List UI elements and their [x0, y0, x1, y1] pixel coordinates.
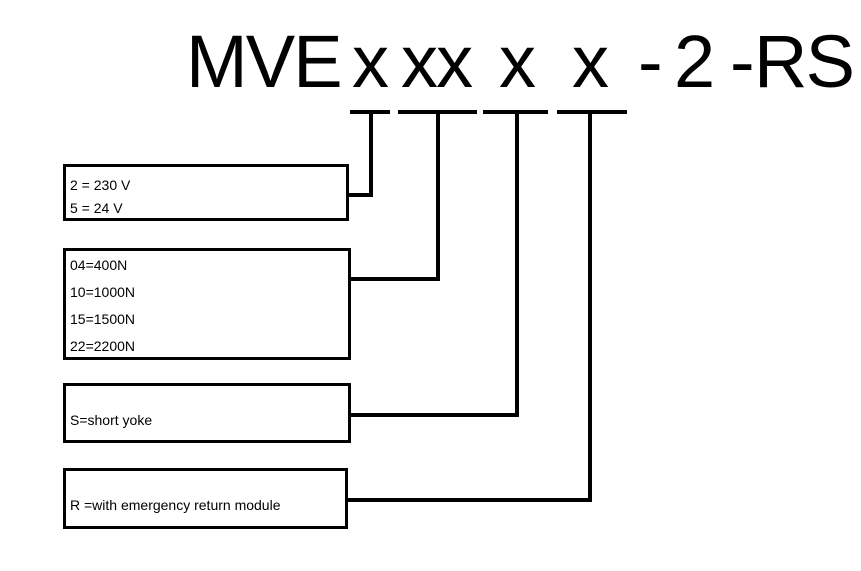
legend-line: 2 = 230 V	[70, 177, 131, 193]
legend-line: S=short yoke	[70, 412, 153, 428]
leader-vertical-voltage	[369, 110, 373, 197]
legend-box-voltage: 2 = 230 V 5 = 24 V	[63, 164, 349, 221]
leader-horizontal-voltage	[348, 193, 373, 197]
code-family: MVE	[186, 20, 343, 103]
legend-line: 22=2200N	[70, 338, 136, 354]
legend-line: 04=400N	[70, 257, 128, 273]
leader-vertical-force	[436, 110, 440, 281]
legend-box-force: 04=400N 10=1000N 15=1500N 22=2200N	[63, 248, 351, 360]
code-x-yoke: x	[499, 20, 536, 103]
code-dash-2: -	[730, 20, 755, 103]
code-fixed-2: 2	[674, 20, 715, 103]
leader-vertical-yoke	[515, 110, 519, 417]
legend-box-yoke: S=short yoke	[63, 383, 351, 443]
legend-line: 15=1500N	[70, 311, 136, 327]
leader-vertical-emergency	[588, 110, 592, 502]
legend-line: 5 = 24 V	[70, 200, 123, 216]
code-dash-1: -	[638, 20, 663, 103]
leader-horizontal-emergency	[347, 498, 592, 502]
leader-horizontal-force	[350, 277, 440, 281]
legend-box-emergency-return: R =with emergency return module	[63, 468, 348, 529]
code-x-force: xx	[401, 20, 473, 103]
legend-line: 10=1000N	[70, 284, 136, 300]
tick-underline-emergency	[557, 110, 627, 114]
leader-horizontal-yoke	[350, 413, 519, 417]
code-suffix-rs: RS	[754, 20, 855, 103]
legend-line: R =with emergency return module	[70, 497, 281, 513]
code-x-voltage: x	[352, 20, 389, 103]
code-x-emergency: x	[572, 20, 609, 103]
